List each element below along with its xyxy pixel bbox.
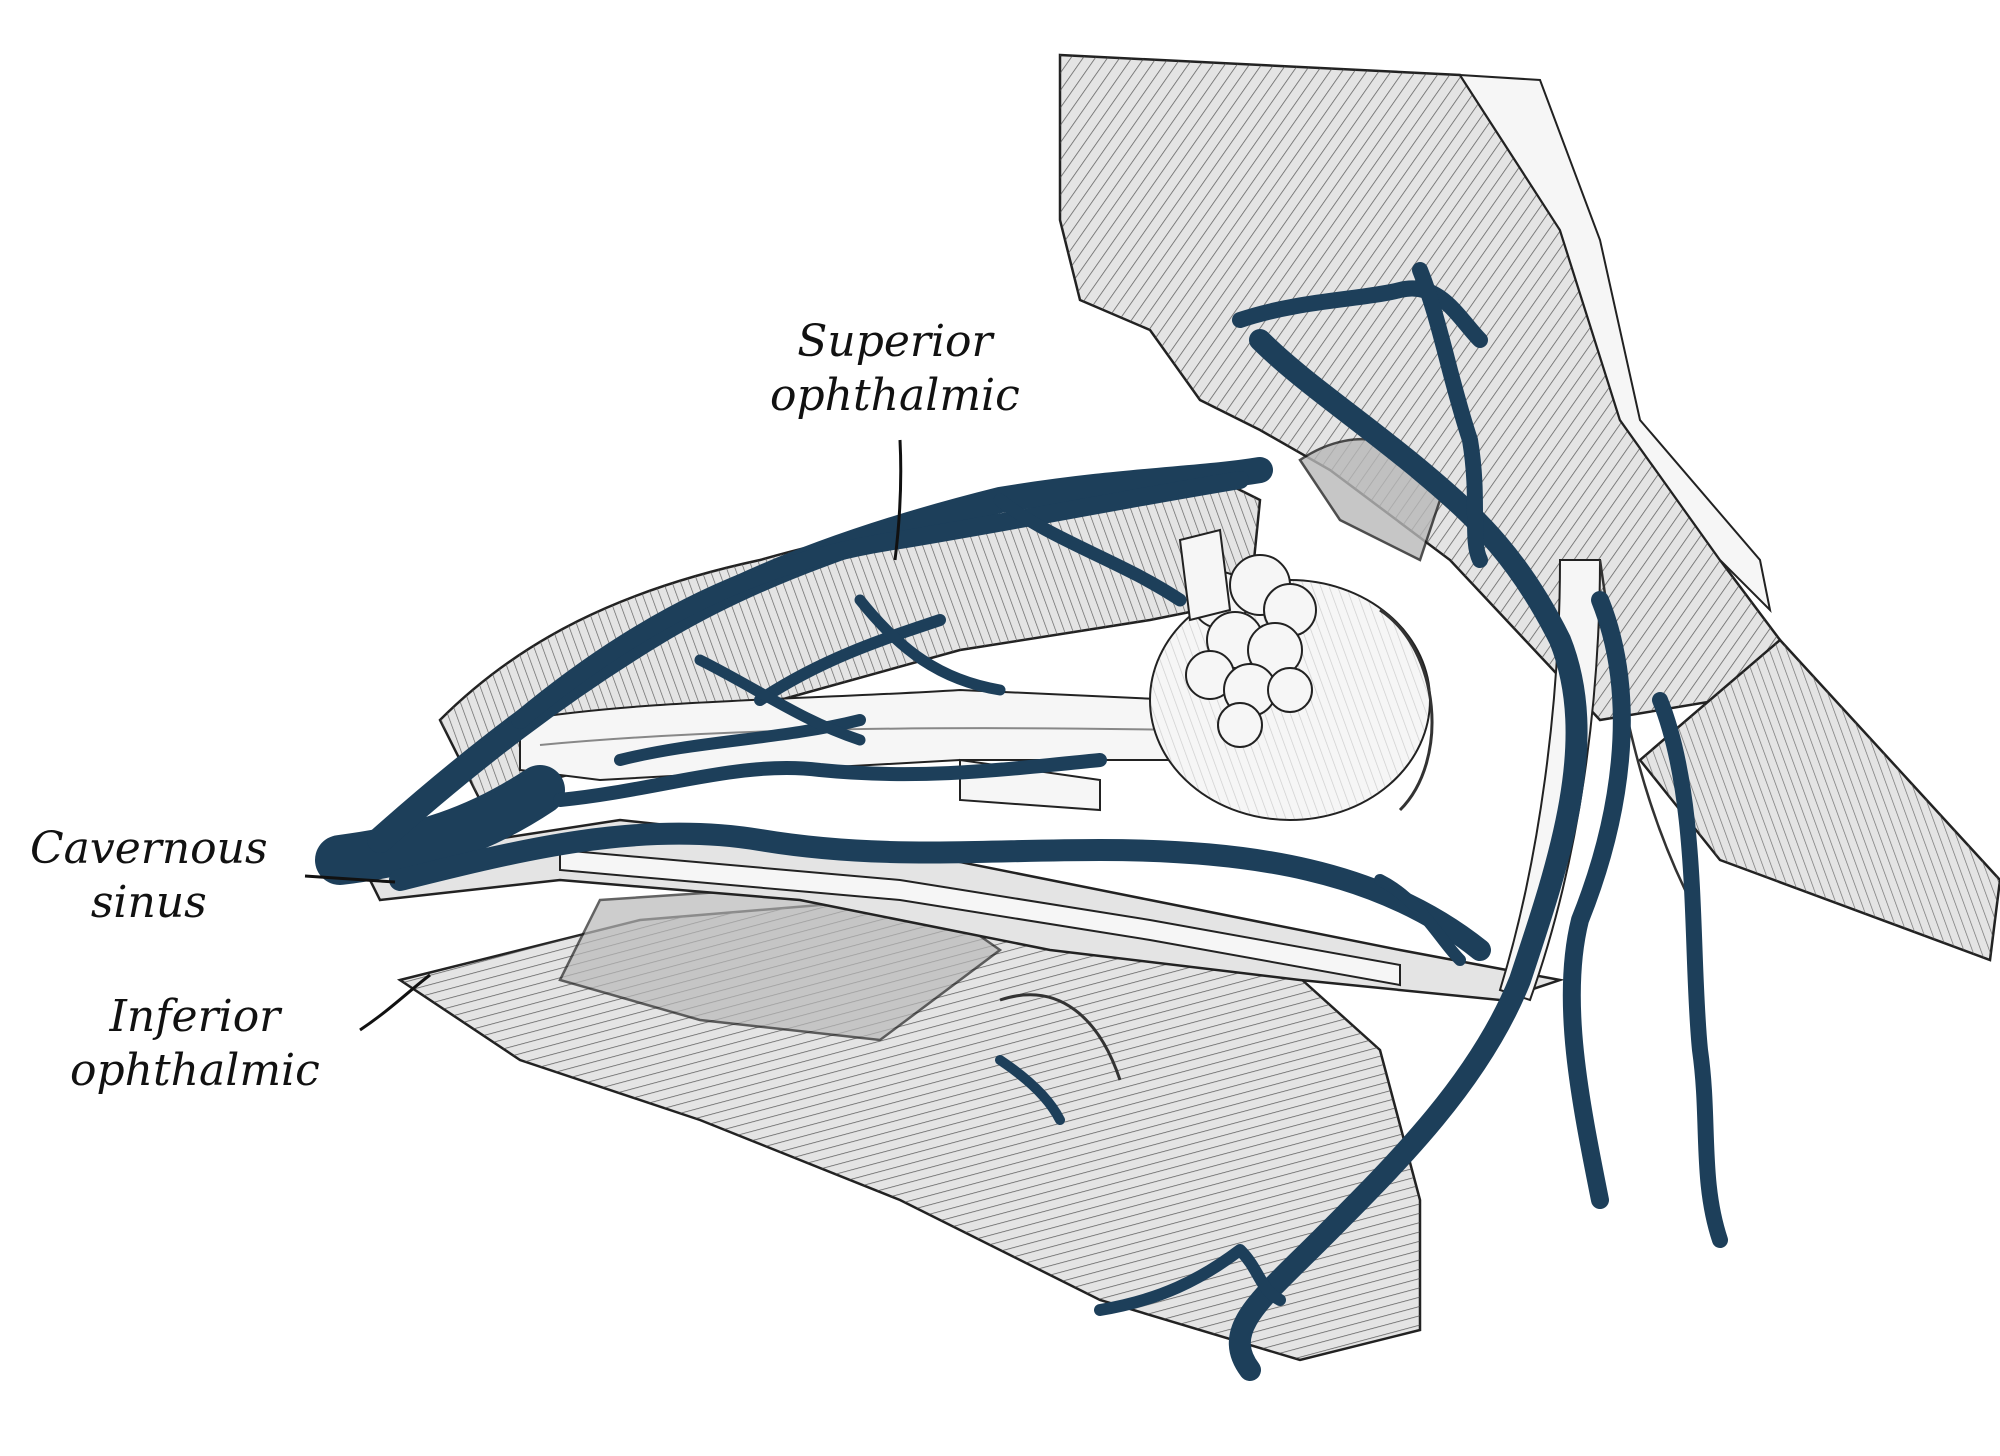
superior-ophthalmic-leader (893, 439, 903, 561)
cavernous-sinus-vein-outline (315, 765, 565, 885)
facial-vein-2-outline (1652, 692, 1728, 1248)
veins (315, 262, 1728, 1381)
inferior-ophthalmic-line1: Inferior (109, 991, 281, 1042)
deep-facial-vein-outline (1094, 1244, 1286, 1316)
branch-mid-1-outline (754, 614, 946, 706)
superior-ophthalmic-upper-outline (511, 471, 1249, 729)
superior-ophthalmic-line2: ophthalmic (770, 370, 1020, 421)
branch-mid-2-outline (854, 594, 1006, 696)
superior-ophthalmic-line1: Superior (797, 316, 993, 367)
superior-ophthalmic-label: Superior ophthalmic (770, 315, 1020, 423)
cheek-region (1638, 638, 2000, 962)
angular-vein-outline (1228, 329, 1588, 1381)
supraorbital-vein-outline (1232, 280, 1488, 348)
inferior-ophthalmic-line2: ophthalmic (70, 1045, 320, 1096)
leader-lines (304, 439, 903, 1032)
cavernous-sinus-leader (304, 874, 396, 884)
branch-mid-3-outline (694, 654, 866, 746)
maxilla-region (396, 878, 1422, 1362)
branch-to-gland-outline (993, 493, 1187, 607)
cavernous-sinus-line2: sinus (90, 877, 207, 928)
frontal-bone-region (1058, 53, 1782, 722)
inferior-ophthalmic-vein-outline (389, 822, 1491, 961)
facial-vein-outline (1562, 591, 1631, 1209)
frontal-vein-outline (1412, 262, 1488, 568)
cavernous-sinus-label: Cavernous sinus (30, 822, 268, 930)
inferior-ophthalmic-leader (359, 973, 431, 1032)
inferior-branch-a-outline (553, 753, 1107, 807)
anterior-facial-branch-outline (995, 1055, 1065, 1125)
inferior-ophthalmic-label: Inferior ophthalmic (70, 990, 320, 1098)
inferior-lid-branch-outline (1374, 874, 1466, 966)
cavernous-sinus-line1: Cavernous (30, 823, 268, 874)
